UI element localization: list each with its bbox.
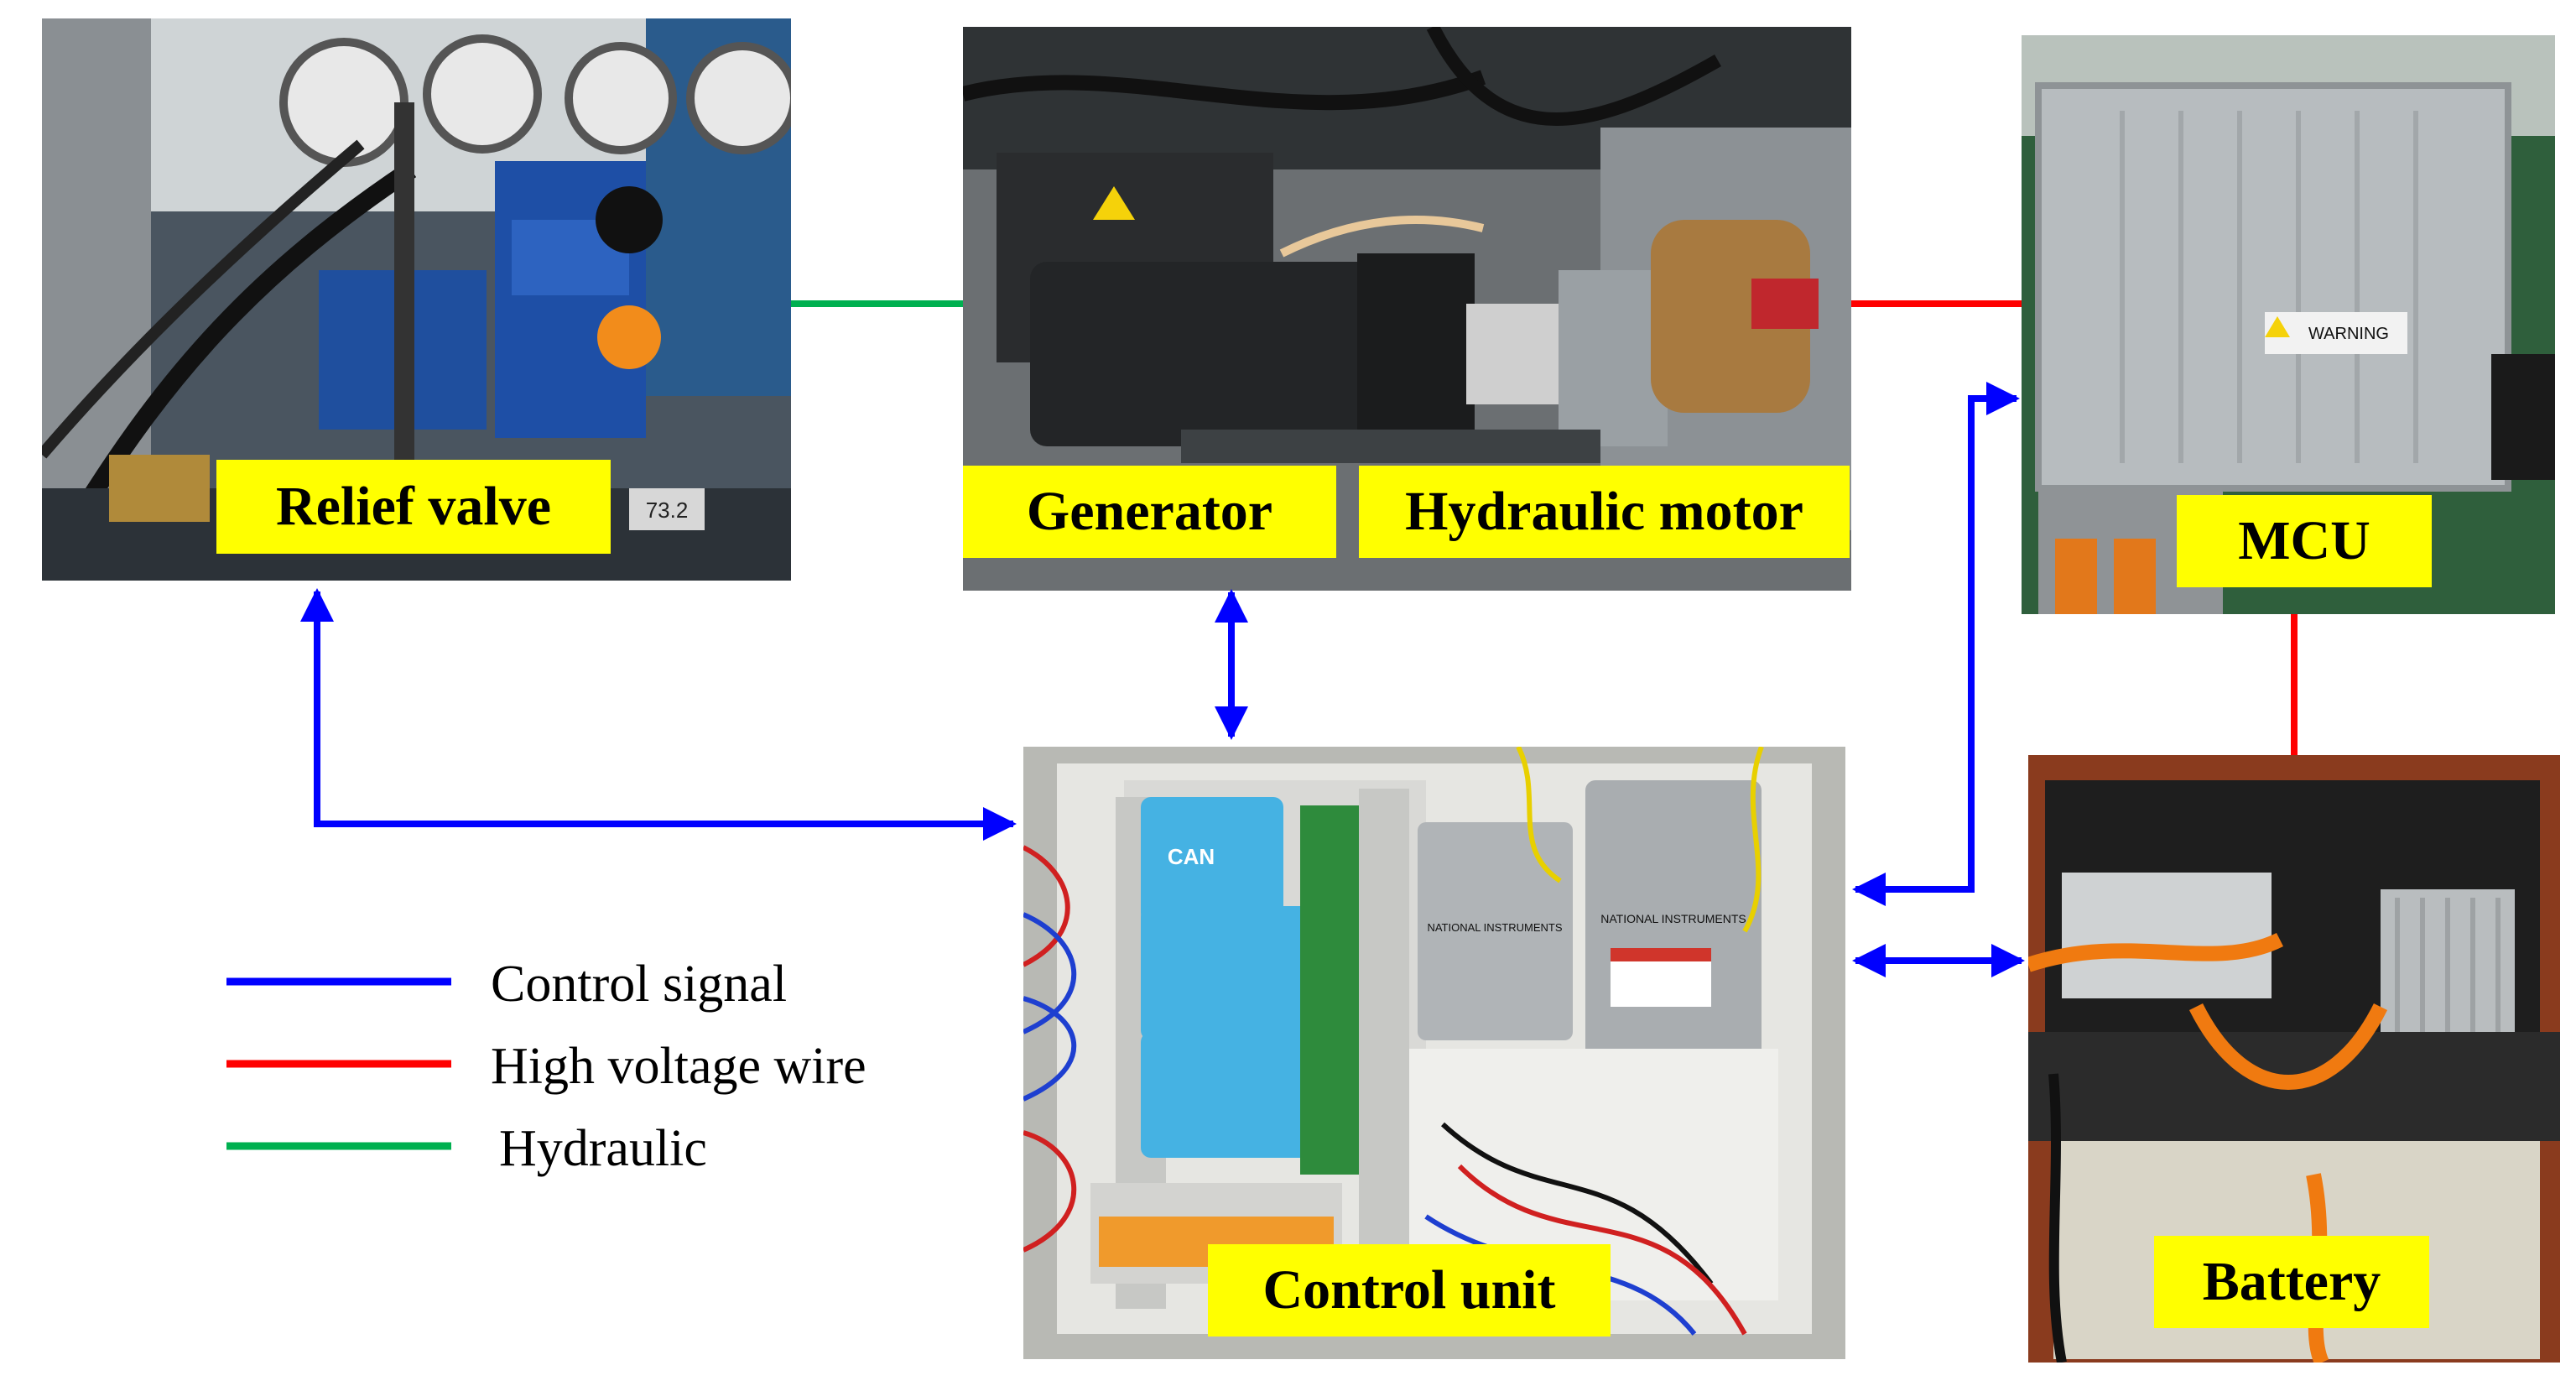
control-signal-line-relief xyxy=(300,588,1017,841)
legend-label-hydraulic: Hydraulic xyxy=(499,1120,707,1177)
ni-device-2-text: NATIONAL INSTRUMENTS xyxy=(1600,912,1746,925)
pressure-gauge-icon xyxy=(565,42,677,154)
legend-label-high-voltage: High voltage wire xyxy=(491,1038,866,1095)
mcu-warning-text: WARNING xyxy=(2308,325,2389,343)
mcu-photo: WARNING xyxy=(2022,35,2555,614)
mcu-housing xyxy=(2038,86,2508,488)
battery-junction-box xyxy=(2062,873,2272,998)
relief-valve-illustration: 73.2 xyxy=(42,18,791,581)
control-unit-label: Control unit xyxy=(1208,1244,1611,1336)
pressure-gauge-icon xyxy=(279,38,409,167)
can-module xyxy=(1141,797,1283,923)
legend-label-control-signal: Control signal xyxy=(491,956,788,1013)
ni-device-1-text: NATIONAL INSTRUMENTS xyxy=(1427,921,1562,934)
ni-device-1 xyxy=(1418,822,1573,1040)
hydraulic-motor-body xyxy=(1651,220,1810,413)
pressure-gauge-icon xyxy=(686,42,791,154)
hydraulic-motor-label: Hydraulic motor xyxy=(1359,466,1850,558)
mcu-label: MCU xyxy=(2177,495,2432,587)
battery-photo xyxy=(2028,755,2560,1363)
generator-label: Generator xyxy=(963,466,1336,558)
relief-valve-photo: 73.2 xyxy=(42,18,791,581)
mcu-illustration: WARNING xyxy=(2022,35,2555,614)
warning-icon xyxy=(2265,316,2290,337)
ni-device-2 xyxy=(1585,780,1762,1099)
battery-illustration xyxy=(2028,755,2560,1363)
gauge-reading-text: 73.2 xyxy=(646,498,689,523)
pressure-gauge-icon xyxy=(423,34,542,154)
can-module-text: CAN xyxy=(1168,844,1215,869)
shaft-coupling xyxy=(1466,304,1559,404)
relief-valve-label: Relief valve xyxy=(216,460,611,554)
battery-label: Battery xyxy=(2154,1236,2429,1328)
control-signal-line-mcu xyxy=(1852,382,2020,906)
